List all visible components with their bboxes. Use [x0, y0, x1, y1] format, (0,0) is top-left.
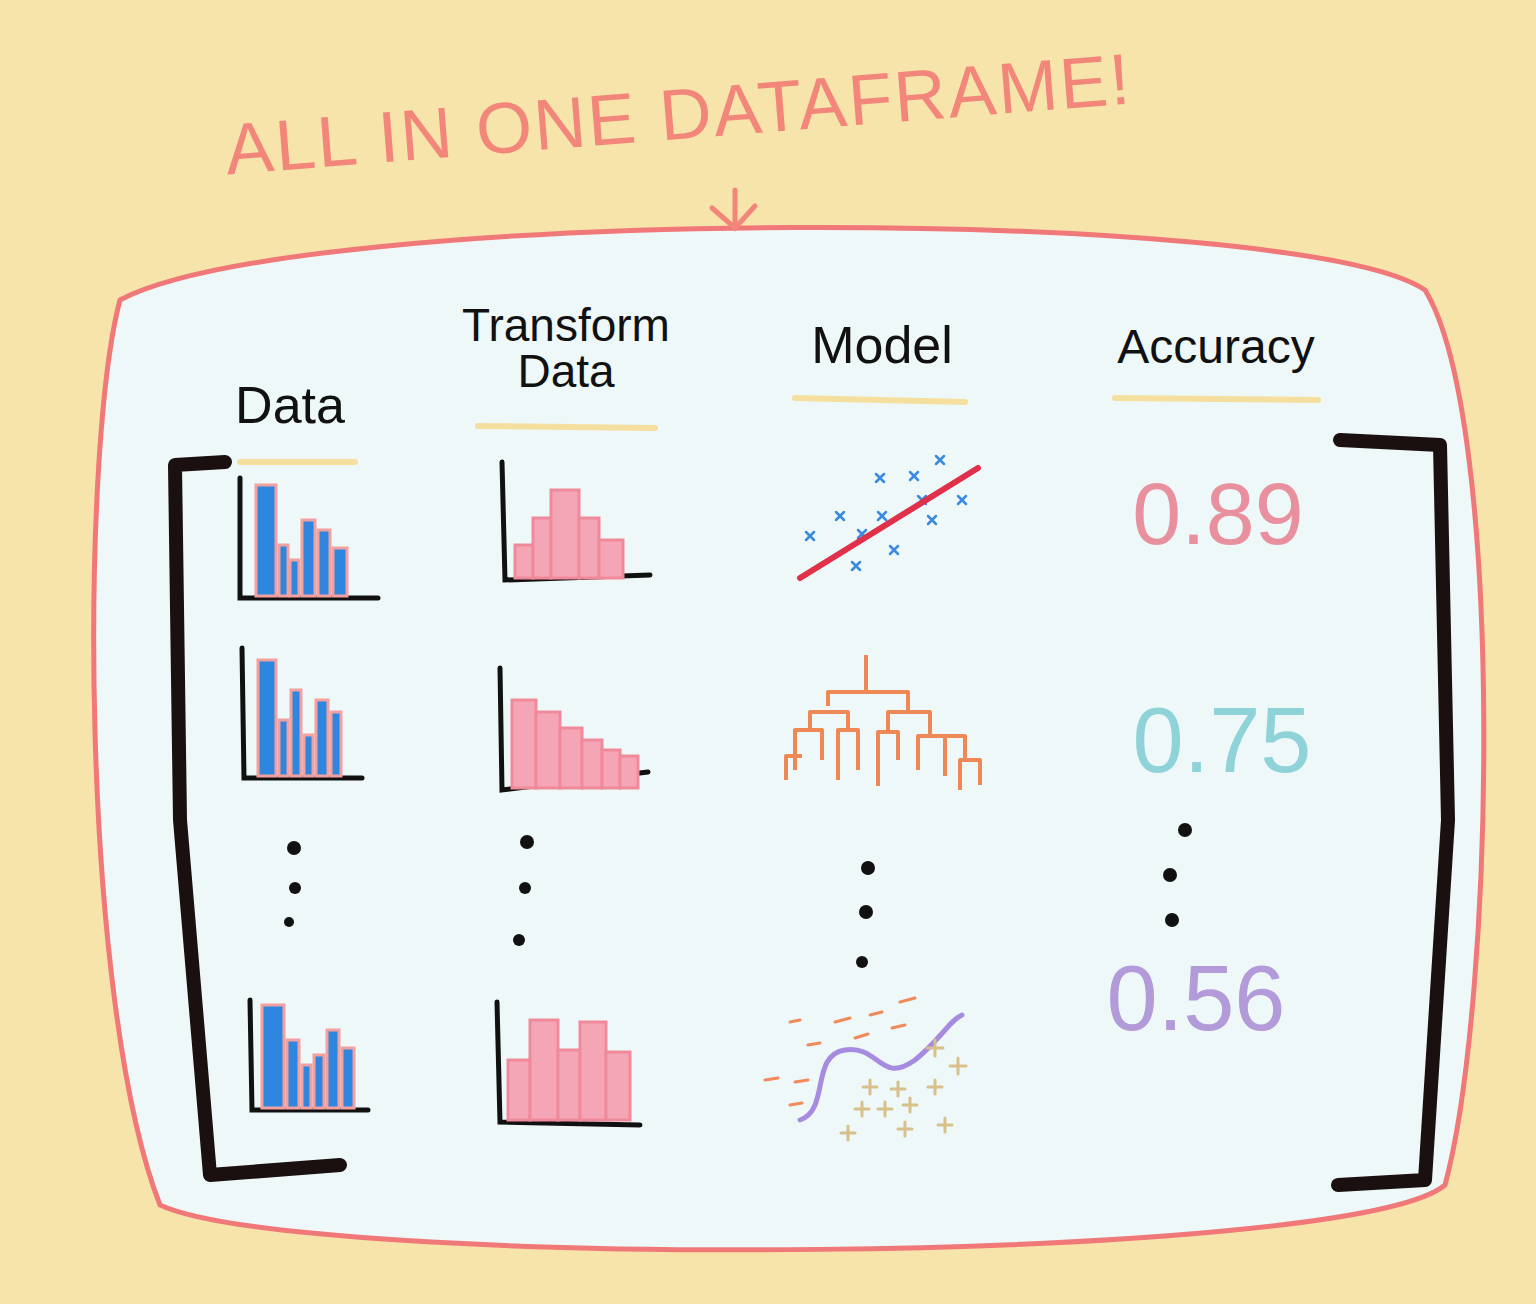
column-header: Model	[811, 318, 953, 373]
accuracy-value: 0.75	[1132, 692, 1311, 789]
classifier-model	[765, 998, 966, 1140]
regression-model	[800, 456, 978, 578]
column-header: Data	[235, 378, 345, 433]
data-histograms	[240, 478, 378, 1110]
accuracy-value: 0.56	[1106, 950, 1285, 1047]
transformed-histograms	[497, 462, 650, 1125]
dataframe-outline	[94, 227, 1484, 1249]
tree-model	[786, 655, 980, 790]
title-heading: ALL IN ONE DATAFRAME!	[222, 41, 1134, 188]
accuracy-value: 0.89	[1132, 468, 1303, 560]
matrix-brackets	[175, 440, 1448, 1185]
title-arrow	[712, 190, 755, 228]
column-header: Accuracy	[1117, 322, 1314, 372]
header-underlines	[240, 398, 1318, 462]
column-header: Transform Data	[441, 302, 691, 394]
ellipsis-dots	[284, 823, 1192, 968]
